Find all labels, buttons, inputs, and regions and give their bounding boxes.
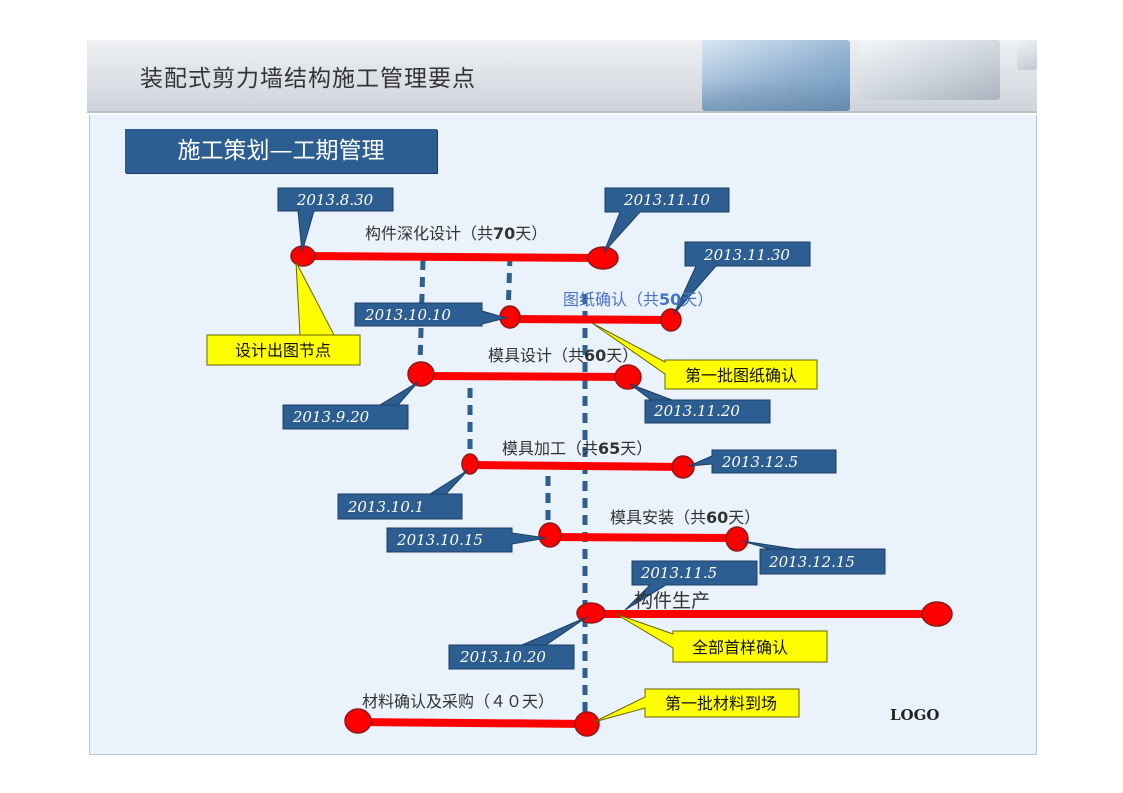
date-callout-2013-11-5	[624, 560, 758, 611]
date-label: 2013.8.30	[296, 191, 374, 209]
task-bar-deepening	[302, 252, 603, 262]
date-label: 2013.10.10	[364, 306, 451, 324]
node-start-materials	[344, 708, 372, 734]
slide-header: 装配式剪力墙结构施工管理要点	[87, 40, 1037, 113]
task-bar-materials	[357, 718, 588, 728]
decorative-cube	[1017, 40, 1037, 70]
date-callout-2013-11-10	[603, 187, 730, 253]
date-callout-2013-12-15	[741, 540, 886, 575]
task-bar-drawing-confirm	[509, 315, 672, 324]
date-label: 2013.11.30	[703, 246, 790, 264]
milestone-callout-first-samples	[615, 613, 828, 663]
date-callout-2013-9-20	[282, 381, 419, 430]
date-label: 2013.12.15	[768, 553, 855, 571]
task-bar-mold-processing	[469, 461, 684, 471]
task-label-drawing-confirm: 图纸确认（共50天）	[563, 290, 713, 309]
slide-title: 装配式剪力墙结构施工管理要点	[140, 66, 476, 92]
date-label: 2013.10.1	[347, 498, 424, 516]
section-title: 施工策划—工期管理	[125, 129, 437, 173]
logo: LOGO	[890, 706, 940, 724]
date-callout-2013-12-5	[688, 449, 837, 474]
date-label: 2013.9.20	[292, 408, 370, 426]
milestone-label-design-output: 设计出图节点	[235, 341, 331, 360]
task-label-materials: 材料确认及采购（４０天）	[362, 692, 554, 711]
date-label: 2013.10.20	[459, 648, 546, 666]
milestone-callout-first-materials	[593, 688, 800, 723]
task-label-production: 构件生产	[634, 590, 710, 612]
decorative-cube-shade	[702, 80, 850, 111]
task-label-deepening: 构件深化设计（共70天）	[365, 224, 547, 243]
date-callout-2013-10-10	[354, 302, 508, 327]
node-start-mold-install	[538, 522, 562, 548]
node-end-mold-design	[614, 364, 642, 390]
milestone-callout-design-output	[206, 261, 361, 366]
date-callout-2013-10-1	[337, 469, 469, 520]
task-bar-mold-design	[420, 372, 629, 381]
milestone-label-first-samples: 全部首样确认	[692, 638, 788, 657]
node-start-mold-design	[407, 361, 435, 387]
date-label: 2013.10.15	[396, 531, 483, 549]
node-end-deepening	[587, 246, 619, 270]
date-label: 2013.11.10	[623, 191, 710, 209]
date-callout-2013-8-30	[277, 187, 394, 253]
date-label: 2013.12.5	[721, 453, 798, 471]
task-label-mold-design: 模具设计（共60天）	[488, 346, 638, 365]
date-label: 2013.11.5	[640, 564, 717, 582]
date-callout-2013-11-30	[673, 241, 811, 315]
date-callout-2013-10-15	[386, 527, 547, 553]
milestone-callout-first-drawings	[591, 322, 818, 390]
task-bar-mold-install	[549, 533, 737, 542]
node-end-materials	[574, 711, 600, 737]
task-label-mold-install: 模具安装（共60天）	[610, 508, 760, 527]
date-callout-2013-11-20	[629, 383, 771, 424]
node-end-mold-processing	[671, 455, 695, 479]
node-end-drawing-confirm	[660, 308, 682, 332]
date-label: 2013.11.20	[653, 402, 740, 420]
date-callout-2013-10-20	[448, 616, 588, 670]
decorative-cube	[702, 40, 850, 111]
milestone-label-first-materials: 第一批材料到场	[665, 694, 777, 713]
task-label-mold-processing: 模具加工（共65天）	[502, 439, 652, 458]
decorative-cube	[860, 40, 1000, 100]
node-start-mold-processing	[461, 453, 479, 475]
milestone-label-first-drawings: 第一批图纸确认	[685, 366, 797, 385]
node-end-mold-install	[725, 526, 749, 552]
node-end-production	[921, 601, 953, 627]
